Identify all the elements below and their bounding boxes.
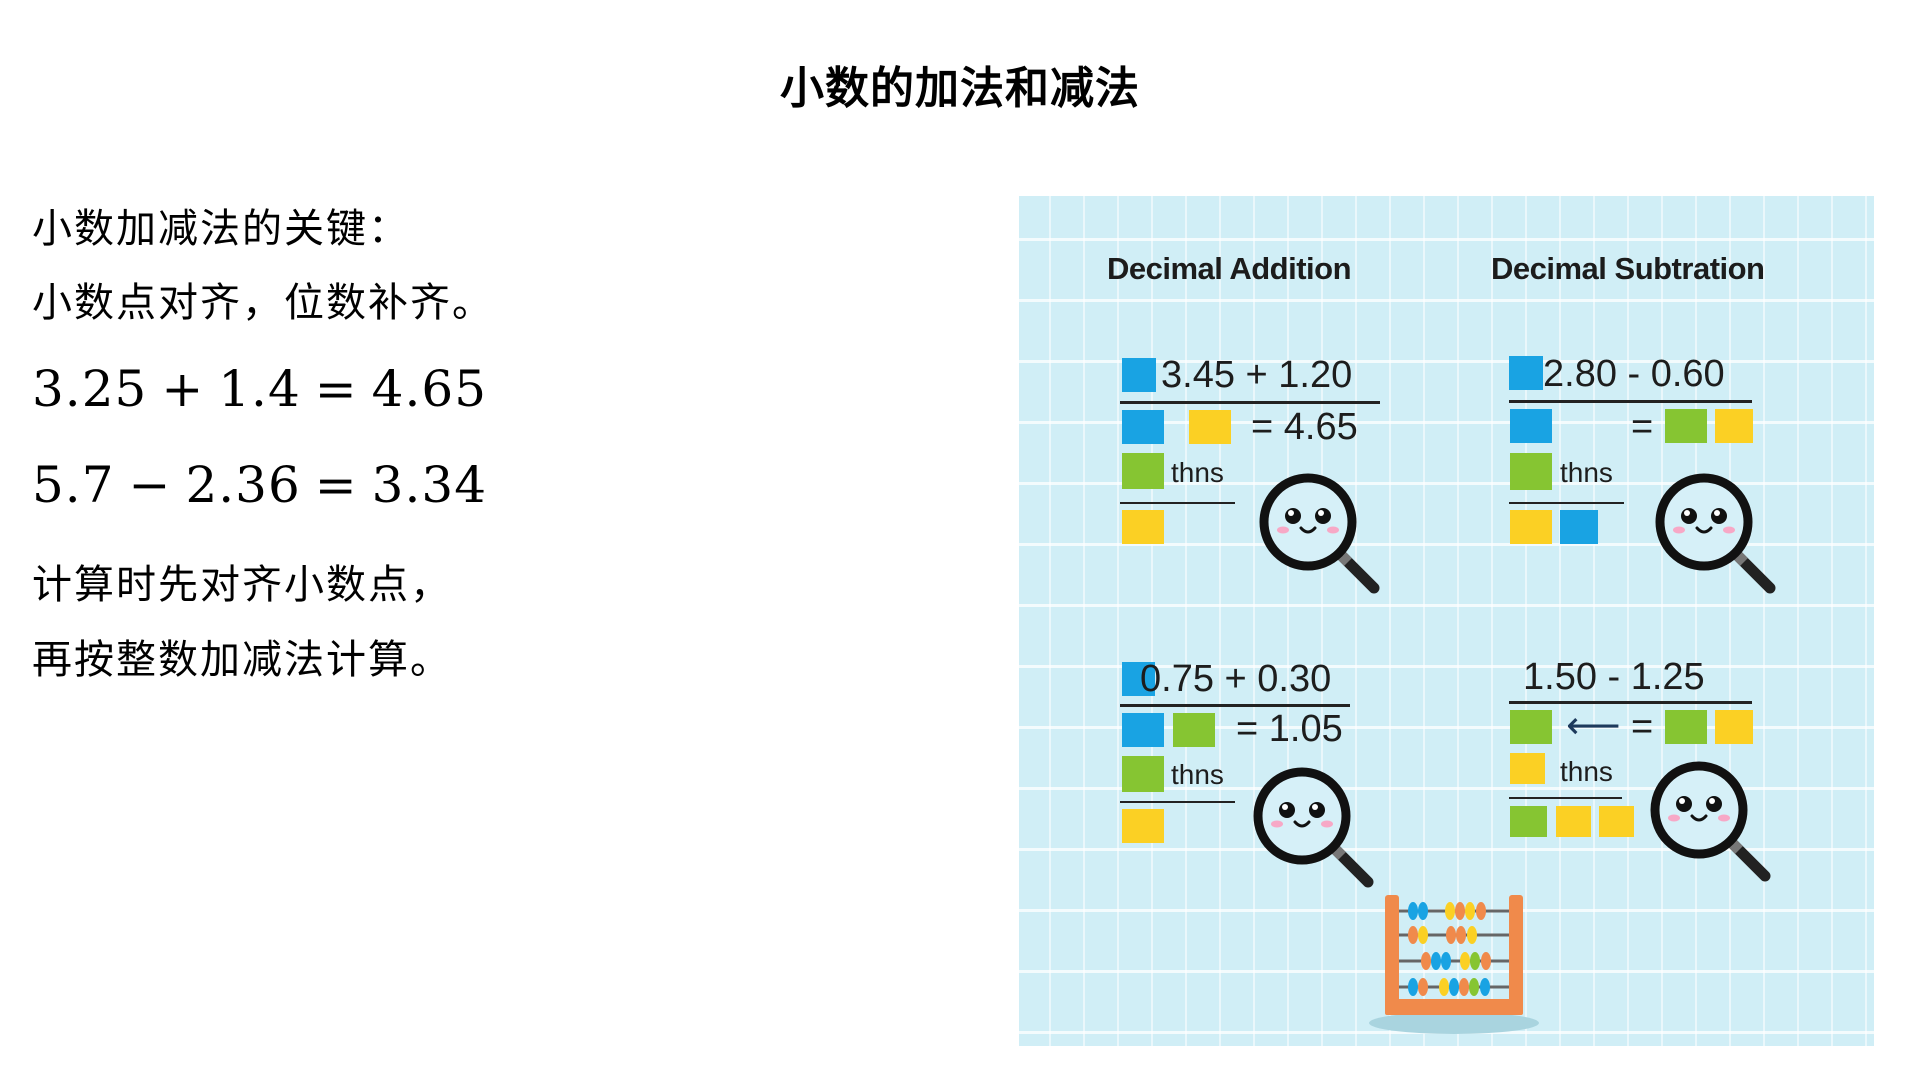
equation-result: = 4.65 bbox=[1251, 406, 1358, 448]
operand-b: 2.36 bbox=[185, 456, 301, 514]
green-block bbox=[1510, 806, 1547, 837]
place-label: thns bbox=[1560, 756, 1613, 787]
equation-result: = 1.05 bbox=[1236, 708, 1343, 750]
green-block bbox=[1665, 409, 1707, 443]
divider-line bbox=[1509, 400, 1752, 403]
green-block bbox=[1122, 756, 1164, 792]
decimal-illustration: Decimal Addition Decimal Subtration 3.45… bbox=[1019, 196, 1874, 1046]
equation-result: = bbox=[1631, 706, 1654, 748]
minus-sign: − bbox=[128, 456, 172, 514]
blue-block bbox=[1509, 356, 1543, 390]
yellow-block bbox=[1715, 710, 1753, 744]
green-block bbox=[1665, 710, 1707, 744]
yellow-block bbox=[1599, 806, 1634, 837]
yellow-block bbox=[1510, 753, 1545, 784]
equation-top-line: 1.50 - 1.25 bbox=[1523, 656, 1705, 698]
magnifier-character-icon bbox=[1655, 473, 1776, 594]
subtraction-example-equation: 5.7−2.36=3.34 bbox=[32, 456, 487, 514]
result: 3.34 bbox=[371, 456, 487, 514]
divider-line bbox=[1120, 704, 1350, 707]
method-step-2: 再按整数加减法计算。 bbox=[32, 637, 452, 683]
equals-sign: = bbox=[314, 456, 358, 514]
divider-line bbox=[1509, 502, 1624, 504]
divider-line bbox=[1120, 502, 1235, 504]
green-block bbox=[1510, 710, 1552, 744]
blue-block bbox=[1122, 410, 1164, 444]
left-arrow-icon: ⟵ bbox=[1566, 703, 1621, 747]
blue-block bbox=[1560, 510, 1598, 544]
operand-b: 1.4 bbox=[218, 360, 301, 418]
blue-block bbox=[1510, 409, 1552, 443]
operand-a: 3.25 bbox=[32, 360, 148, 418]
addition-example-equation: 3.25+1.4=4.65 bbox=[32, 360, 487, 418]
magnifier-character-icon bbox=[1650, 761, 1771, 882]
subtraction-heading: Decimal Subtration bbox=[1491, 251, 1765, 286]
plus-sign: + bbox=[161, 360, 205, 418]
yellow-block bbox=[1556, 806, 1591, 837]
result: 4.65 bbox=[371, 360, 487, 418]
green-block bbox=[1122, 453, 1164, 489]
divider-line bbox=[1509, 701, 1752, 704]
blue-block bbox=[1122, 358, 1156, 392]
green-block bbox=[1173, 713, 1215, 747]
magnifier-character-icon bbox=[1259, 473, 1380, 594]
key-point-heading: 小数加减法的关键： bbox=[32, 206, 410, 252]
yellow-block bbox=[1122, 510, 1164, 544]
operand-a: 5.7 bbox=[32, 456, 115, 514]
yellow-block bbox=[1510, 510, 1552, 544]
magnifier-character-icon bbox=[1253, 767, 1374, 888]
divider-line bbox=[1120, 401, 1380, 404]
yellow-block bbox=[1122, 809, 1164, 843]
equation-top-line: 2.80 - 0.60 bbox=[1543, 353, 1725, 395]
divider-line bbox=[1509, 797, 1622, 799]
yellow-block bbox=[1715, 409, 1753, 443]
place-label: thns bbox=[1560, 457, 1613, 488]
place-label: thns bbox=[1171, 759, 1224, 790]
key-point-rule: 小数点对齐，位数补齐。 bbox=[32, 280, 494, 326]
abacus-icon bbox=[1369, 895, 1539, 1034]
page-title: 小数的加法和减法 bbox=[780, 63, 1140, 114]
equation-top-line: 3.45 + 1.20 bbox=[1161, 354, 1353, 396]
blue-block bbox=[1122, 713, 1164, 747]
blue-block bbox=[1122, 662, 1155, 696]
yellow-block bbox=[1189, 410, 1231, 444]
addition-heading: Decimal Addition bbox=[1107, 251, 1352, 286]
equation-result: = bbox=[1631, 406, 1654, 448]
equation-top-line: 0.75 + 0.30 bbox=[1140, 658, 1332, 700]
divider-line bbox=[1120, 801, 1235, 803]
method-step-1: 计算时先对齐小数点， bbox=[32, 562, 452, 608]
place-label: thns bbox=[1171, 457, 1224, 488]
green-block bbox=[1510, 453, 1552, 490]
equals-sign: = bbox=[314, 360, 358, 418]
